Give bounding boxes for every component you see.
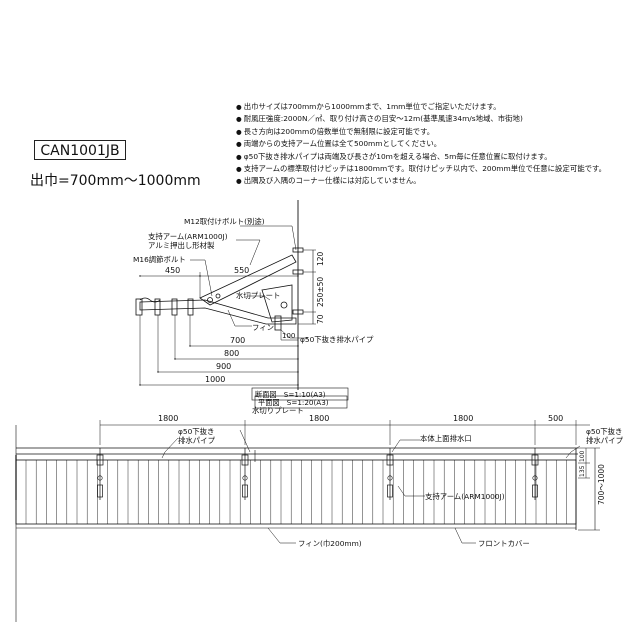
plan-dim-pitch3: 1800 (453, 414, 473, 423)
plan-dim-100: 100 (579, 450, 586, 462)
plan-label-drain-left-2: 排水パイプ (178, 436, 216, 445)
label-arm-material: アルミ押出し形材製 (148, 241, 215, 250)
dim-100: 100 (282, 332, 295, 340)
arm-bolt (215, 293, 221, 299)
plan-label-cover: フロントカバー (478, 539, 530, 548)
support-arm-plan (96, 448, 104, 500)
dim-250: 250±50 (316, 277, 325, 307)
plan-scale-title: 平面図 S=1:20(A3) (258, 398, 329, 407)
plan-dim-end: 500 (548, 414, 563, 423)
width-range: 出巾=700mm〜1000mm (30, 173, 201, 189)
label-plate: 水切プレート (236, 291, 280, 300)
front-cover-profile (135, 298, 143, 316)
dim-120: 120 (316, 251, 325, 266)
label-bolt-m12: M12取付けボルト(別途) (184, 217, 265, 226)
support-arm-plan (386, 448, 394, 500)
plan-label-fin: フィン(巾200mm) (298, 539, 362, 548)
spec-notes: 出巾サイズは700mmから1000mmまで、1mm単位でご指定いただけます。 耐… (236, 101, 606, 188)
note-item: φ50下抜き排水パイプは両端及び長さが10mを超える場合、5m毎に任意位置に取付… (236, 151, 606, 163)
note-item: 出隅及び入隅のコーナー仕様には対応していません。 (236, 175, 606, 187)
plan-label-drain-right: φ50下抜き (586, 427, 622, 436)
fin-body (139, 299, 297, 325)
dim-550: 550 (234, 266, 249, 275)
model-number: CAN1001JB (34, 140, 126, 160)
plan-dim-pitch1: 1800 (158, 414, 178, 423)
support-arm-plan (531, 448, 539, 500)
dim-450: 450 (165, 266, 180, 275)
arm-pivot (207, 297, 213, 303)
note-item: 長さ方向は200mmの倍数単位で無制限に設定可能です。 (236, 126, 606, 138)
fin-rib (187, 298, 194, 316)
note-item: 出巾サイズは700mmから1000mmまで、1mm単位でご指定いただけます。 (236, 101, 606, 113)
support-arm-shape (199, 254, 297, 306)
plan-label-drain-left: φ50下抜き (178, 427, 214, 436)
plan-label-body-drain: 本体上面排水口 (420, 434, 472, 443)
plan-dim-135: 135 (579, 465, 586, 477)
fin-rib (171, 298, 178, 316)
label-bolt-m16: M16調節ボルト (133, 255, 186, 264)
note-item: 耐風圧強度:2000N／㎡、取り付け高さの目安〜12m(基準風速34m/s地域、… (236, 113, 606, 125)
section-view (135, 200, 349, 401)
dim-700: 700 (230, 336, 245, 345)
section-scale-title: 断面図 S=1:10(A3) (255, 390, 326, 399)
dim-900: 900 (216, 362, 231, 371)
plan-view (15, 395, 600, 622)
bracket-shape (261, 284, 293, 323)
plan-dim-depth: 700〜1000 (597, 464, 606, 505)
note-item: 両端からの支持アーム位置は全て500mmとしてください。 (236, 138, 606, 150)
dim-1000: 1000 (205, 375, 225, 384)
note-item: 支持アームの標準取付けピッチは1800mmです。取付けピッチ以内で、200mm単… (236, 163, 606, 175)
plan-label-plate: 水切りプレート (252, 406, 304, 415)
plan-label-drain-right-2: 排水パイプ (586, 436, 624, 445)
label-drain: φ50下抜き排水パイプ (300, 335, 374, 344)
bracket-bolt (280, 301, 288, 309)
plan-label-arm: 支持アーム(ARM1000J) (425, 492, 505, 501)
support-arm-plan (241, 448, 249, 500)
fin-curl (139, 297, 161, 303)
dim-800: 800 (224, 349, 239, 358)
plan-dim-pitch2: 1800 (309, 414, 329, 423)
label-arm: 支持アーム(ARM1000J) (148, 232, 228, 241)
fin-rib (154, 298, 161, 316)
dim-70: 70 (316, 314, 325, 324)
label-fin: フィン (252, 323, 274, 332)
drain-pipe (274, 315, 282, 331)
